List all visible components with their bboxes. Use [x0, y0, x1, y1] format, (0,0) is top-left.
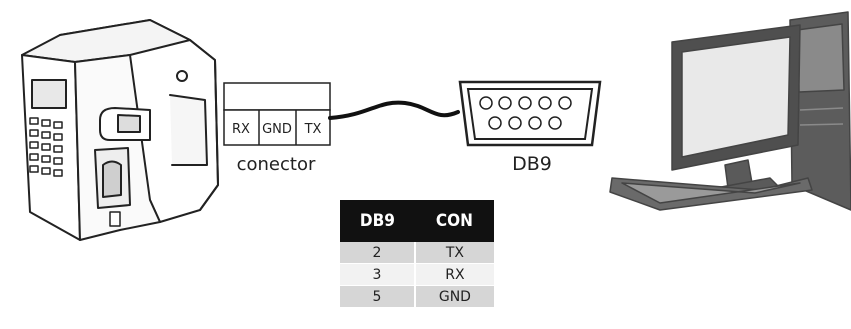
table-row: 2 TX [340, 242, 494, 264]
header-db9: DB9 [340, 200, 415, 242]
con-pin-cell: GND [414, 285, 494, 308]
table-row: 3 RX [340, 263, 494, 286]
terminal-connector [223, 82, 331, 146]
pin-mapping-table: DB9 CON 2 TX 3 RX 5 GND [340, 200, 494, 308]
header-con: CON [414, 200, 494, 242]
connector-label: conector [237, 154, 316, 175]
db9-pin-cell: 5 [340, 285, 416, 308]
db9-label: DB9 [512, 153, 552, 175]
connector-pin-gnd: GND [262, 122, 292, 137]
desktop-computer [609, 11, 851, 211]
db9-pin-cell: 2 [340, 242, 416, 264]
con-pin-cell: TX [414, 242, 494, 264]
con-pin-cell: RX [414, 263, 494, 286]
table-row: 5 GND [340, 285, 494, 308]
db9-connector [458, 80, 602, 147]
connector-pin-tx: TX [304, 122, 322, 137]
table-header-row: DB9 CON [340, 200, 494, 242]
pin-mapping-table-wrap: DB9 CON 2 TX 3 RX 5 GND [340, 200, 494, 308]
db9-pin-cell: 3 [340, 263, 416, 286]
serial-cable [328, 100, 460, 120]
time-clock-device [21, 19, 219, 241]
connector-pin-rx: RX [232, 122, 250, 137]
